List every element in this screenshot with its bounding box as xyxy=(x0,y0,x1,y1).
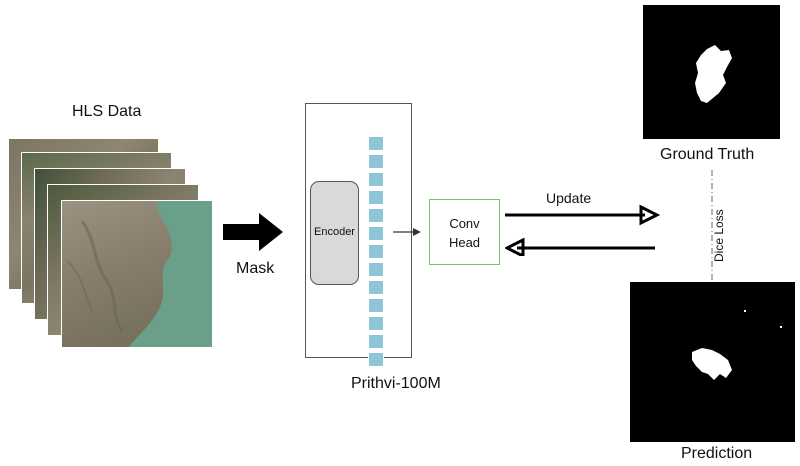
prediction-mask xyxy=(630,282,795,442)
ground-truth-mask xyxy=(643,5,780,139)
token-cell xyxy=(368,172,384,187)
token-arrow xyxy=(393,228,421,236)
token-cell xyxy=(368,244,384,259)
token-cell xyxy=(368,226,384,241)
token-cell xyxy=(368,190,384,205)
conv-head-label-line1: Conv xyxy=(449,216,480,231)
ground-truth-shape xyxy=(695,45,732,103)
mask-arrow xyxy=(223,213,283,251)
encoder-label: Encoder xyxy=(314,226,355,238)
token-cell xyxy=(368,136,384,151)
token-cell xyxy=(368,334,384,349)
dice-loss-line xyxy=(711,170,713,280)
mask-label: Mask xyxy=(236,260,275,277)
token-cell xyxy=(368,154,384,169)
dice-loss-label: Dice Loss xyxy=(712,209,726,262)
token-cell xyxy=(368,298,384,313)
conv-head-label-line2: Head xyxy=(448,235,481,250)
hls-data-label: HLS Data xyxy=(72,103,142,120)
encoder-block: Encoder xyxy=(310,181,359,285)
token-cell xyxy=(368,352,384,367)
hls-image-front xyxy=(61,200,213,348)
backward-arrow-head xyxy=(505,237,525,256)
forward-arrow-head xyxy=(639,204,660,226)
token-cell xyxy=(368,280,384,295)
water-region xyxy=(66,201,212,347)
token-cell xyxy=(368,262,384,277)
ground-truth-label: Ground Truth xyxy=(660,146,755,163)
update-label: Update xyxy=(546,190,592,206)
update-arrows xyxy=(505,204,660,256)
conv-head-block: Conv Head xyxy=(429,199,500,265)
model-name-label: Prithvi-100M xyxy=(351,375,441,392)
token-cell xyxy=(368,316,384,331)
prediction-label: Prediction xyxy=(681,445,753,462)
prediction-shape xyxy=(692,310,782,380)
token-cell xyxy=(368,208,384,223)
